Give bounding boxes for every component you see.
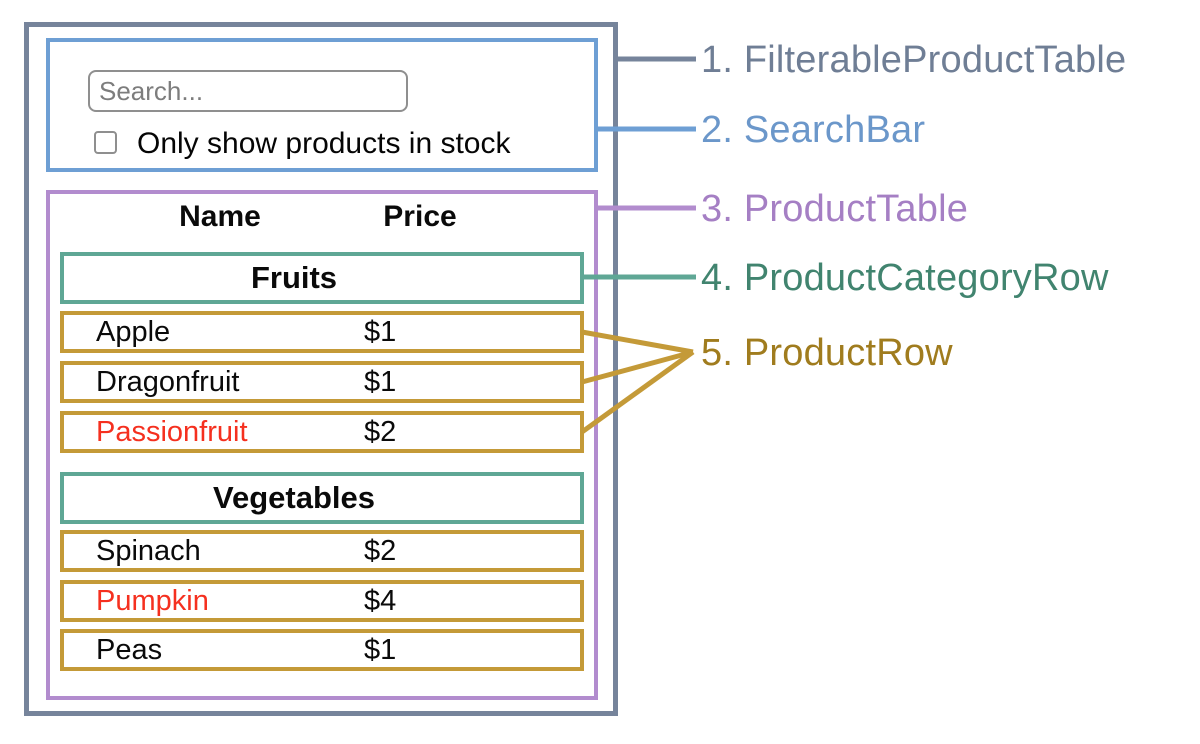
search-input[interactable] [88, 70, 408, 112]
product-name: Spinach [96, 535, 201, 567]
product-price: $1 [364, 316, 397, 348]
product-price: $2 [364, 535, 397, 567]
product-row-peas: Peas $1 [60, 629, 584, 671]
product-row-pumpkin: Pumpkin $4 [60, 580, 584, 622]
product-name: Pumpkin [96, 585, 209, 617]
product-name: Peas [96, 634, 163, 666]
product-name: Dragonfruit [96, 366, 240, 398]
annotation-label-product-table: 3. ProductTable [701, 188, 969, 230]
product-price: $4 [364, 585, 397, 617]
product-price: $1 [364, 366, 397, 398]
product-price: $2 [364, 416, 397, 448]
annotation-label-search-bar: 2. SearchBar [701, 109, 926, 151]
product-price: $1 [364, 634, 397, 666]
product-row-dragonfruit: Dragonfruit $1 [60, 361, 584, 403]
annotation-label-filterable-product-table: 1. FilterableProductTable [701, 39, 1127, 81]
in-stock-checkbox-label: Only show products in stock [137, 127, 511, 160]
in-stock-checkbox[interactable] [94, 131, 117, 154]
product-row-apple: Apple $1 [60, 311, 584, 353]
product-row-spinach: Spinach $2 [60, 530, 584, 572]
product-name: Apple [96, 316, 171, 348]
annotation-label-product-row: 5. ProductRow [701, 332, 953, 374]
product-category-row-fruits: Fruits [60, 252, 584, 304]
column-header-name: Name [179, 200, 261, 233]
product-category-row-vegetables: Vegetables [60, 472, 584, 524]
annotation-label-product-category-row: 4. ProductCategoryRow [701, 257, 1109, 299]
product-row-passionfruit: Passionfruit $2 [60, 411, 584, 453]
column-header-price: Price [383, 200, 457, 233]
product-name: Passionfruit [96, 416, 248, 448]
